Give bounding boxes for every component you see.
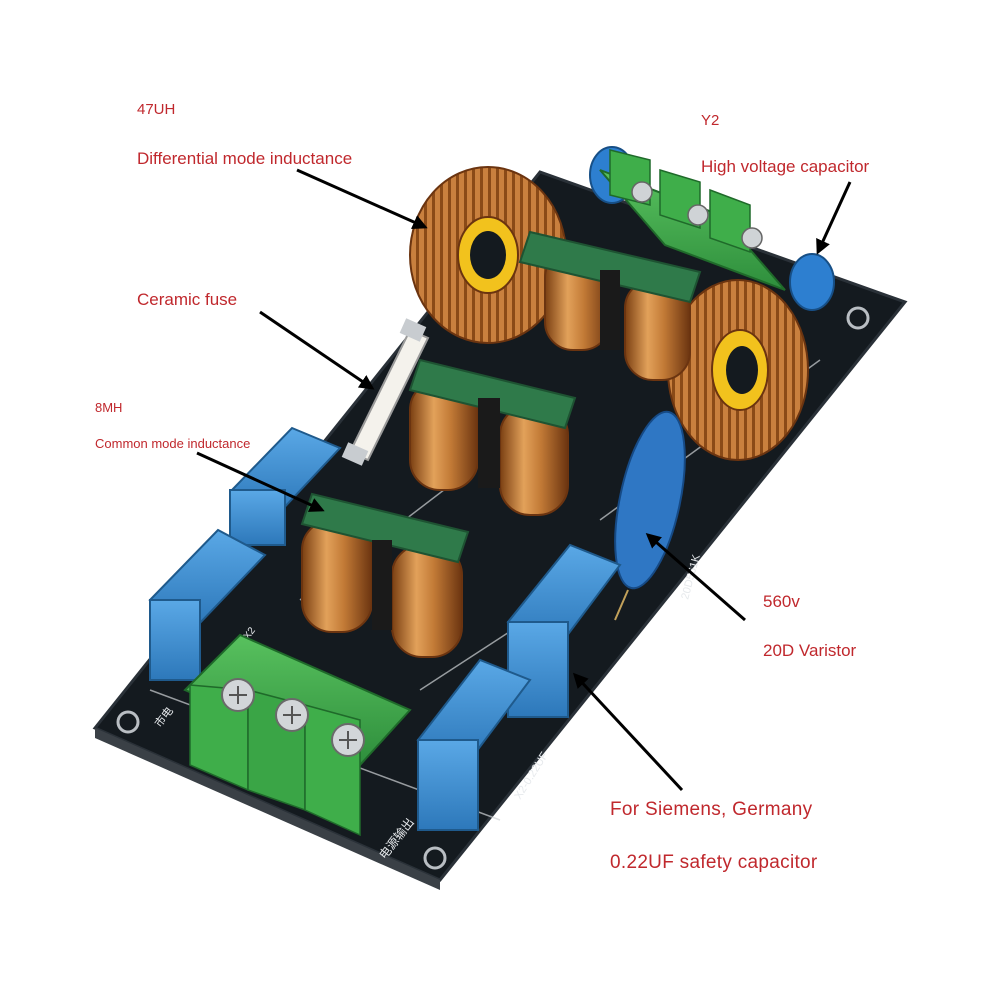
toroid-47uh-top — [409, 166, 567, 344]
common-mode-choke-middle — [408, 358, 577, 516]
toroid-47uh-right — [667, 279, 809, 461]
terminal-block-bottom — [183, 633, 412, 837]
label-high-voltage-capacitor: High voltage capacitor — [701, 157, 870, 176]
label-safety-capacitor: 0.22UF safety capacitor — [610, 852, 818, 873]
mounting-holes — [116, 306, 870, 870]
x2-capacitors-left — [148, 426, 342, 681]
common-mode-choke-top — [518, 230, 702, 381]
label-for-siemens-germany: For Siemens, Germany — [610, 799, 813, 820]
arrow-differential-inductance — [296, 168, 428, 229]
pcb-board-edge — [95, 728, 440, 890]
x2-capacitors-right — [416, 543, 622, 831]
terminal-block-top — [599, 149, 786, 291]
arrow-ceramic-fuse — [259, 310, 375, 390]
common-mode-choke-bottom — [300, 492, 470, 658]
arrow-safety-capacitor — [572, 672, 684, 792]
arrow-varistor — [645, 533, 746, 622]
varistor-20d — [614, 410, 686, 621]
label-common-mode-inductance: Common mode inductance — [95, 436, 251, 451]
label-8mh: 8MH — [95, 400, 123, 415]
callout-arrows — [196, 168, 852, 792]
label-differential-mode-inductance: Differential mode inductance — [137, 149, 353, 168]
label-ceramic-fuse: Ceramic fuse — [137, 290, 238, 309]
arrow-common-mode-inductance — [196, 451, 325, 512]
label-20d-varistor: 20D Varistor — [763, 641, 857, 660]
label-560v: 560v — [763, 592, 800, 611]
ceramic-fuse — [341, 318, 430, 466]
arrow-y2-capacitor — [816, 181, 852, 255]
label-47uh: 47UH — [137, 101, 176, 118]
label-y2: Y2 — [701, 112, 720, 129]
